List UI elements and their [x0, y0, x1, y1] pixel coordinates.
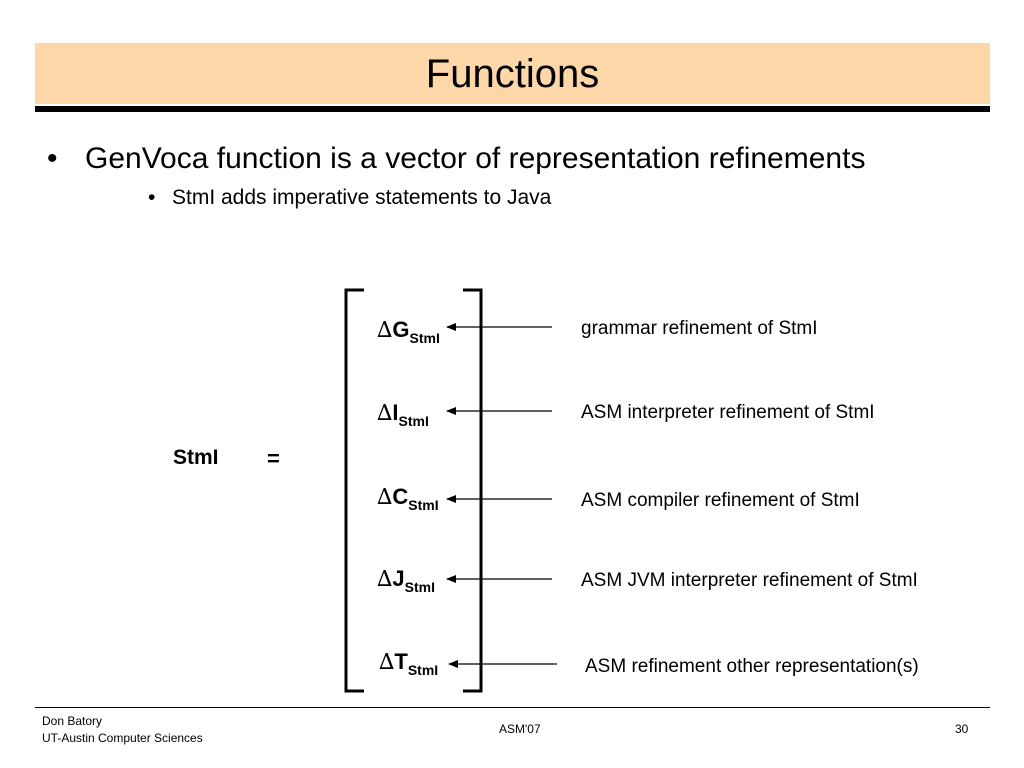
- equation-lhs: StmI: [173, 446, 219, 469]
- footer-event: ASM'07: [499, 722, 541, 736]
- entry-letter: J: [392, 566, 405, 591]
- footer-divider: [35, 707, 990, 708]
- entry-letter: G: [392, 317, 410, 342]
- description-j: ASM JVM interpreter refinement of StmI: [581, 570, 918, 591]
- title-band: Functions: [35, 43, 990, 104]
- description-i: ASM interpreter refinement of StmI: [581, 402, 875, 423]
- description-g: grammar refinement of StmI: [581, 318, 818, 339]
- entry-letter: I: [392, 400, 399, 425]
- entry-letter: T: [394, 649, 408, 674]
- vector-entry-c: ∆CStmI: [377, 484, 439, 513]
- right-bracket: [463, 288, 483, 693]
- bullet-text: GenVoca function is a vector of represen…: [85, 142, 866, 175]
- vector-entry-g: ∆GStmI: [377, 317, 440, 346]
- entry-subscript: StmI: [404, 579, 435, 595]
- sub-bullet-text: StmI adds imperative statements to Java: [172, 186, 552, 209]
- vector-entry-t: ∆TStmI: [379, 649, 438, 678]
- description-t: ASM refinement other representation(s): [585, 656, 919, 677]
- footer-author-block: Don Batory UT-Austin Computer Sciences: [42, 713, 203, 747]
- sub-bullet-marker: •: [148, 186, 156, 209]
- bullet-item: • GenVoca function is a vector of represe…: [47, 142, 865, 176]
- sub-bullet-item: • StmI adds imperative statements to Java: [148, 186, 551, 210]
- entry-subscript: StmI: [409, 330, 440, 346]
- page-number: 30: [955, 722, 969, 736]
- slide-title: Functions: [425, 51, 600, 96]
- equals-sign: =: [267, 446, 280, 471]
- footer-author: Don Batory: [42, 714, 103, 728]
- delta-symbol: ∆: [377, 567, 393, 592]
- footer-affiliation: UT-Austin Computer Sciences: [42, 731, 203, 745]
- vector-entry-i: ∆IStmI: [377, 400, 429, 429]
- entry-letter: C: [392, 484, 409, 509]
- description-c: ASM compiler refinement of StmI: [581, 490, 860, 511]
- title-underline: [35, 106, 990, 112]
- vector-entry-j: ∆JStmI: [377, 566, 435, 595]
- delta-symbol: ∆: [377, 401, 393, 426]
- entry-subscript: StmI: [398, 413, 429, 429]
- delta-symbol: ∆: [377, 485, 393, 510]
- bullet-marker: •: [47, 142, 58, 175]
- left-bracket: [344, 288, 364, 693]
- delta-symbol: ∆: [377, 318, 393, 343]
- entry-subscript: StmI: [408, 497, 439, 513]
- entry-subscript: StmI: [407, 662, 439, 678]
- delta-symbol: ∆: [379, 650, 395, 675]
